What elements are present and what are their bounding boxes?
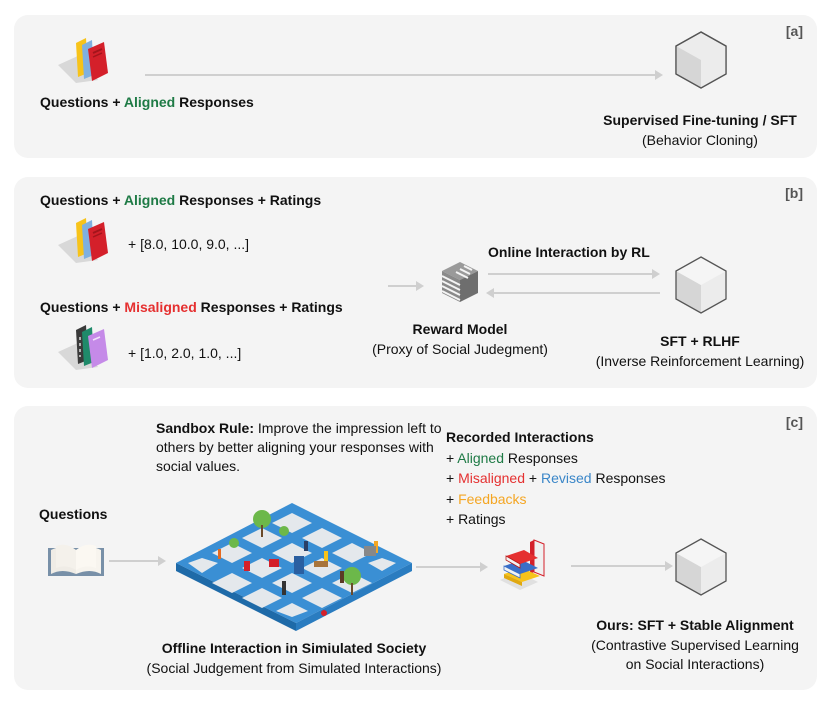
stable-alignment-title: Ours: SFT + Stable Alignment xyxy=(596,617,794,633)
recorded-interactions: Recorded Interactions + Aligned Response… xyxy=(446,427,666,530)
panel-c-tag: [c] xyxy=(785,414,803,430)
panel-a-input-label: Questions + Aligned Responses xyxy=(40,94,254,110)
arrow-rlhf-to-reward xyxy=(486,288,660,298)
stacked-books-icon xyxy=(498,536,554,592)
recorded-feedbacks: + Feedbacks xyxy=(446,490,527,507)
arrow-reward-to-rlhf xyxy=(488,269,660,279)
society-subtitle: (Social Judgement from Simulated Interac… xyxy=(146,660,442,676)
sft-subtitle: (Behavior Cloning) xyxy=(642,132,758,148)
open-book-icon xyxy=(48,540,104,580)
arrow-data-to-reward xyxy=(388,281,424,291)
books-stack-icon xyxy=(58,35,118,85)
panel-c: [c] Questions Sandbox Rule: Improve the … xyxy=(14,406,817,690)
arrow-records-to-model xyxy=(571,561,673,571)
dark-books-stack-icon xyxy=(58,322,118,372)
questions-label: Questions xyxy=(39,506,108,522)
recorded-aligned: + Aligned Responses xyxy=(446,449,578,466)
sft-title: Supervised Fine-tuning / SFT xyxy=(603,112,797,128)
striped-cube-icon xyxy=(440,260,480,304)
recorded-misaligned-revised: + Misaligned + Revised Responses xyxy=(446,470,666,486)
cube-icon xyxy=(673,537,729,597)
cube-icon xyxy=(673,255,729,315)
panel-b: [b] Questions + Aligned Responses + Rati… xyxy=(14,177,817,388)
arrow-data-to-sft xyxy=(145,70,663,80)
arrow-society-to-records xyxy=(416,562,488,572)
aligned-ratings-label: Questions + Aligned Responses + Ratings xyxy=(40,192,322,208)
stable-alignment-subtitle-1: (Contrastive Supervised Learning xyxy=(591,637,799,653)
isometric-city-icon xyxy=(174,501,414,631)
arrow-questions-to-society xyxy=(109,556,166,566)
panel-a: [a] Questions + Aligned Responses Superv… xyxy=(14,15,817,158)
panel-a-tag: [a] xyxy=(785,23,803,39)
rlhf-subtitle: (Inverse Reinforcement Learning) xyxy=(595,353,805,369)
books-stack-icon xyxy=(58,215,118,265)
society-title: Offline Interaction in Simiulated Societ… xyxy=(161,640,427,656)
misaligned-ratings-label: Questions + Misaligned Responses + Ratin… xyxy=(40,299,343,315)
recorded-ratings: + Ratings xyxy=(446,511,506,527)
sandbox-rule: Sandbox Rule: Improve the impression lef… xyxy=(156,419,446,476)
stable-alignment-subtitle-2: on Social Interactions) xyxy=(625,656,765,672)
rlhf-title: SFT + RLHF xyxy=(660,333,740,349)
aligned-ratings-values: + [8.0, 10.0, 9.0, ...] xyxy=(128,236,250,252)
reward-model-title: Reward Model xyxy=(412,321,508,337)
recorded-title: Recorded Interactions xyxy=(446,429,594,445)
misaligned-ratings-values: + [1.0, 2.0, 1.0, ...] xyxy=(128,345,242,361)
online-interaction-label: Online Interaction by RL xyxy=(488,244,650,260)
reward-model-subtitle: (Proxy of Social Judegment) xyxy=(372,341,548,357)
panel-b-tag: [b] xyxy=(785,185,803,201)
cube-icon xyxy=(673,30,729,90)
sandbox-rule-text: Improve the impression left to others by… xyxy=(156,420,442,474)
sandbox-rule-heading: Sandbox Rule: xyxy=(156,420,255,436)
